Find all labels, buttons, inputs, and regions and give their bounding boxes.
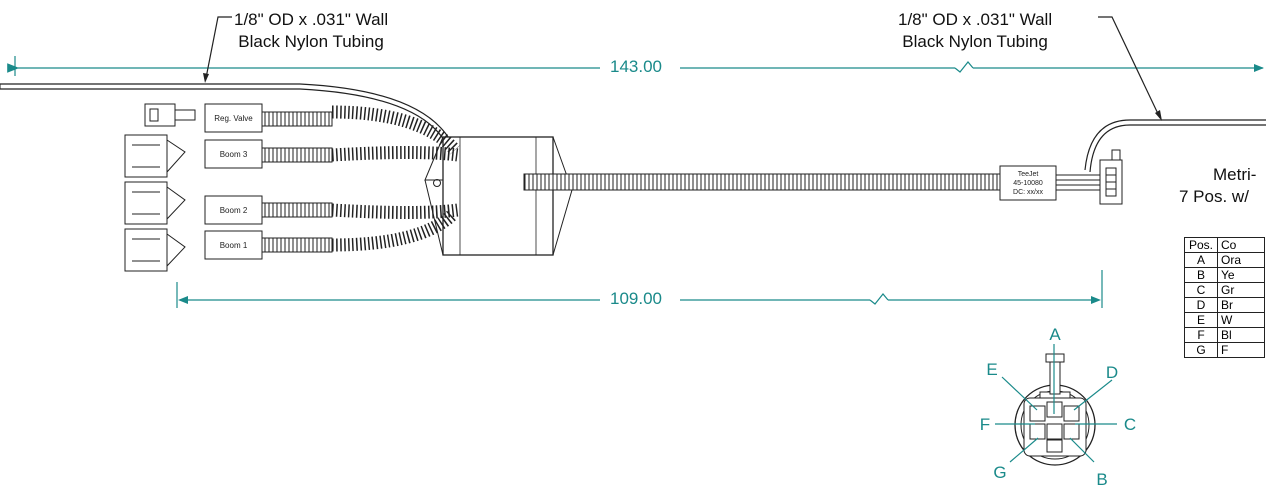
tubing-note-left-line2: Black Nylon Tubing — [238, 32, 384, 51]
label-reg-valve — [204, 103, 263, 133]
tubing-right — [1084, 16, 1266, 173]
junction-box — [424, 136, 573, 256]
cell-pos: D — [1184, 297, 1218, 313]
table-row: A Ora — [1184, 252, 1265, 268]
dimension-harness — [176, 270, 1103, 308]
label-boom3 — [204, 139, 263, 169]
pin-d: D — [1106, 363, 1118, 382]
dimension-overall — [7, 56, 1264, 76]
cell-color: Ye — [1217, 267, 1265, 283]
tag-line1: TeeJet — [1018, 171, 1039, 178]
cell-pos: B — [1184, 267, 1218, 283]
header-color: Co — [1217, 237, 1265, 253]
cell-pos: A — [1184, 252, 1218, 268]
table-header-row: Pos. Co — [1184, 237, 1265, 253]
branch-looms — [261, 105, 460, 253]
reg-valve-text: Reg. Valve — [214, 114, 253, 123]
boom2-text: Boom 2 — [220, 206, 248, 215]
label-boom2 — [204, 195, 263, 225]
left-connectors — [124, 103, 196, 272]
right-connector: TeeJet 45-10080 DC: xx/xx — [999, 149, 1123, 205]
table-row: B Ye — [1184, 267, 1265, 283]
pin-color-table: Pos. Co A Ora B Ye C Gr D Br E W F Bl G … — [1184, 237, 1265, 358]
pin-b: B — [1096, 470, 1107, 488]
cell-color: Bl — [1217, 327, 1265, 343]
cell-color: Ora — [1217, 252, 1265, 268]
tubing-note-right-line2: Black Nylon Tubing — [902, 32, 1048, 51]
pin-a: A — [1049, 325, 1061, 344]
pin-f: F — [980, 415, 990, 434]
table-row: D Br — [1184, 297, 1265, 313]
pin-g: G — [993, 463, 1006, 482]
connector-title-line1: Metri- — [1213, 165, 1257, 184]
cell-pos: C — [1184, 282, 1218, 298]
pin-e: E — [986, 360, 997, 379]
dimension-overall-value: 143.00 — [606, 57, 666, 77]
label-sleeves: Reg. Valve Boom 3 Boom 2 Boom 1 — [204, 103, 263, 260]
header-pos: Pos. — [1184, 237, 1218, 253]
dimension-harness-value: 109.00 — [606, 289, 666, 309]
table-row: F Bl — [1184, 327, 1265, 343]
cell-pos: G — [1184, 342, 1218, 358]
connector-face-view: A B C D E F G — [980, 325, 1136, 488]
cell-color: Br — [1217, 297, 1265, 313]
label-boom1 — [204, 230, 263, 260]
cell-color: Gr — [1217, 282, 1265, 298]
boom1-text: Boom 1 — [220, 241, 248, 250]
trunk-loom — [523, 173, 1005, 191]
pin-c: C — [1124, 415, 1136, 434]
tubing-note-right: 1/8" OD x .031" Wall Black Nylon Tubing — [898, 9, 1052, 53]
tubing-note-left: 1/8" OD x .031" Wall Black Nylon Tubing — [234, 9, 388, 53]
tubing-note-left-line1: 1/8" OD x .031" Wall — [234, 10, 389, 29]
cell-pos: F — [1184, 327, 1218, 343]
tag-line3: DC: xx/xx — [1013, 189, 1043, 196]
cell-color: F — [1217, 342, 1265, 358]
table-row: E W — [1184, 312, 1265, 328]
table-row: C Gr — [1184, 282, 1265, 298]
cell-color: W — [1217, 312, 1265, 328]
tubing-note-right-line1: 1/8" OD x .031" Wall — [898, 10, 1053, 29]
table-row: G F — [1184, 342, 1265, 358]
tag-line2: 45-10080 — [1013, 180, 1043, 187]
boom3-text: Boom 3 — [220, 150, 248, 159]
cell-pos: E — [1184, 312, 1218, 328]
connector-title-line2: 7 Pos. w/ — [1179, 187, 1249, 206]
